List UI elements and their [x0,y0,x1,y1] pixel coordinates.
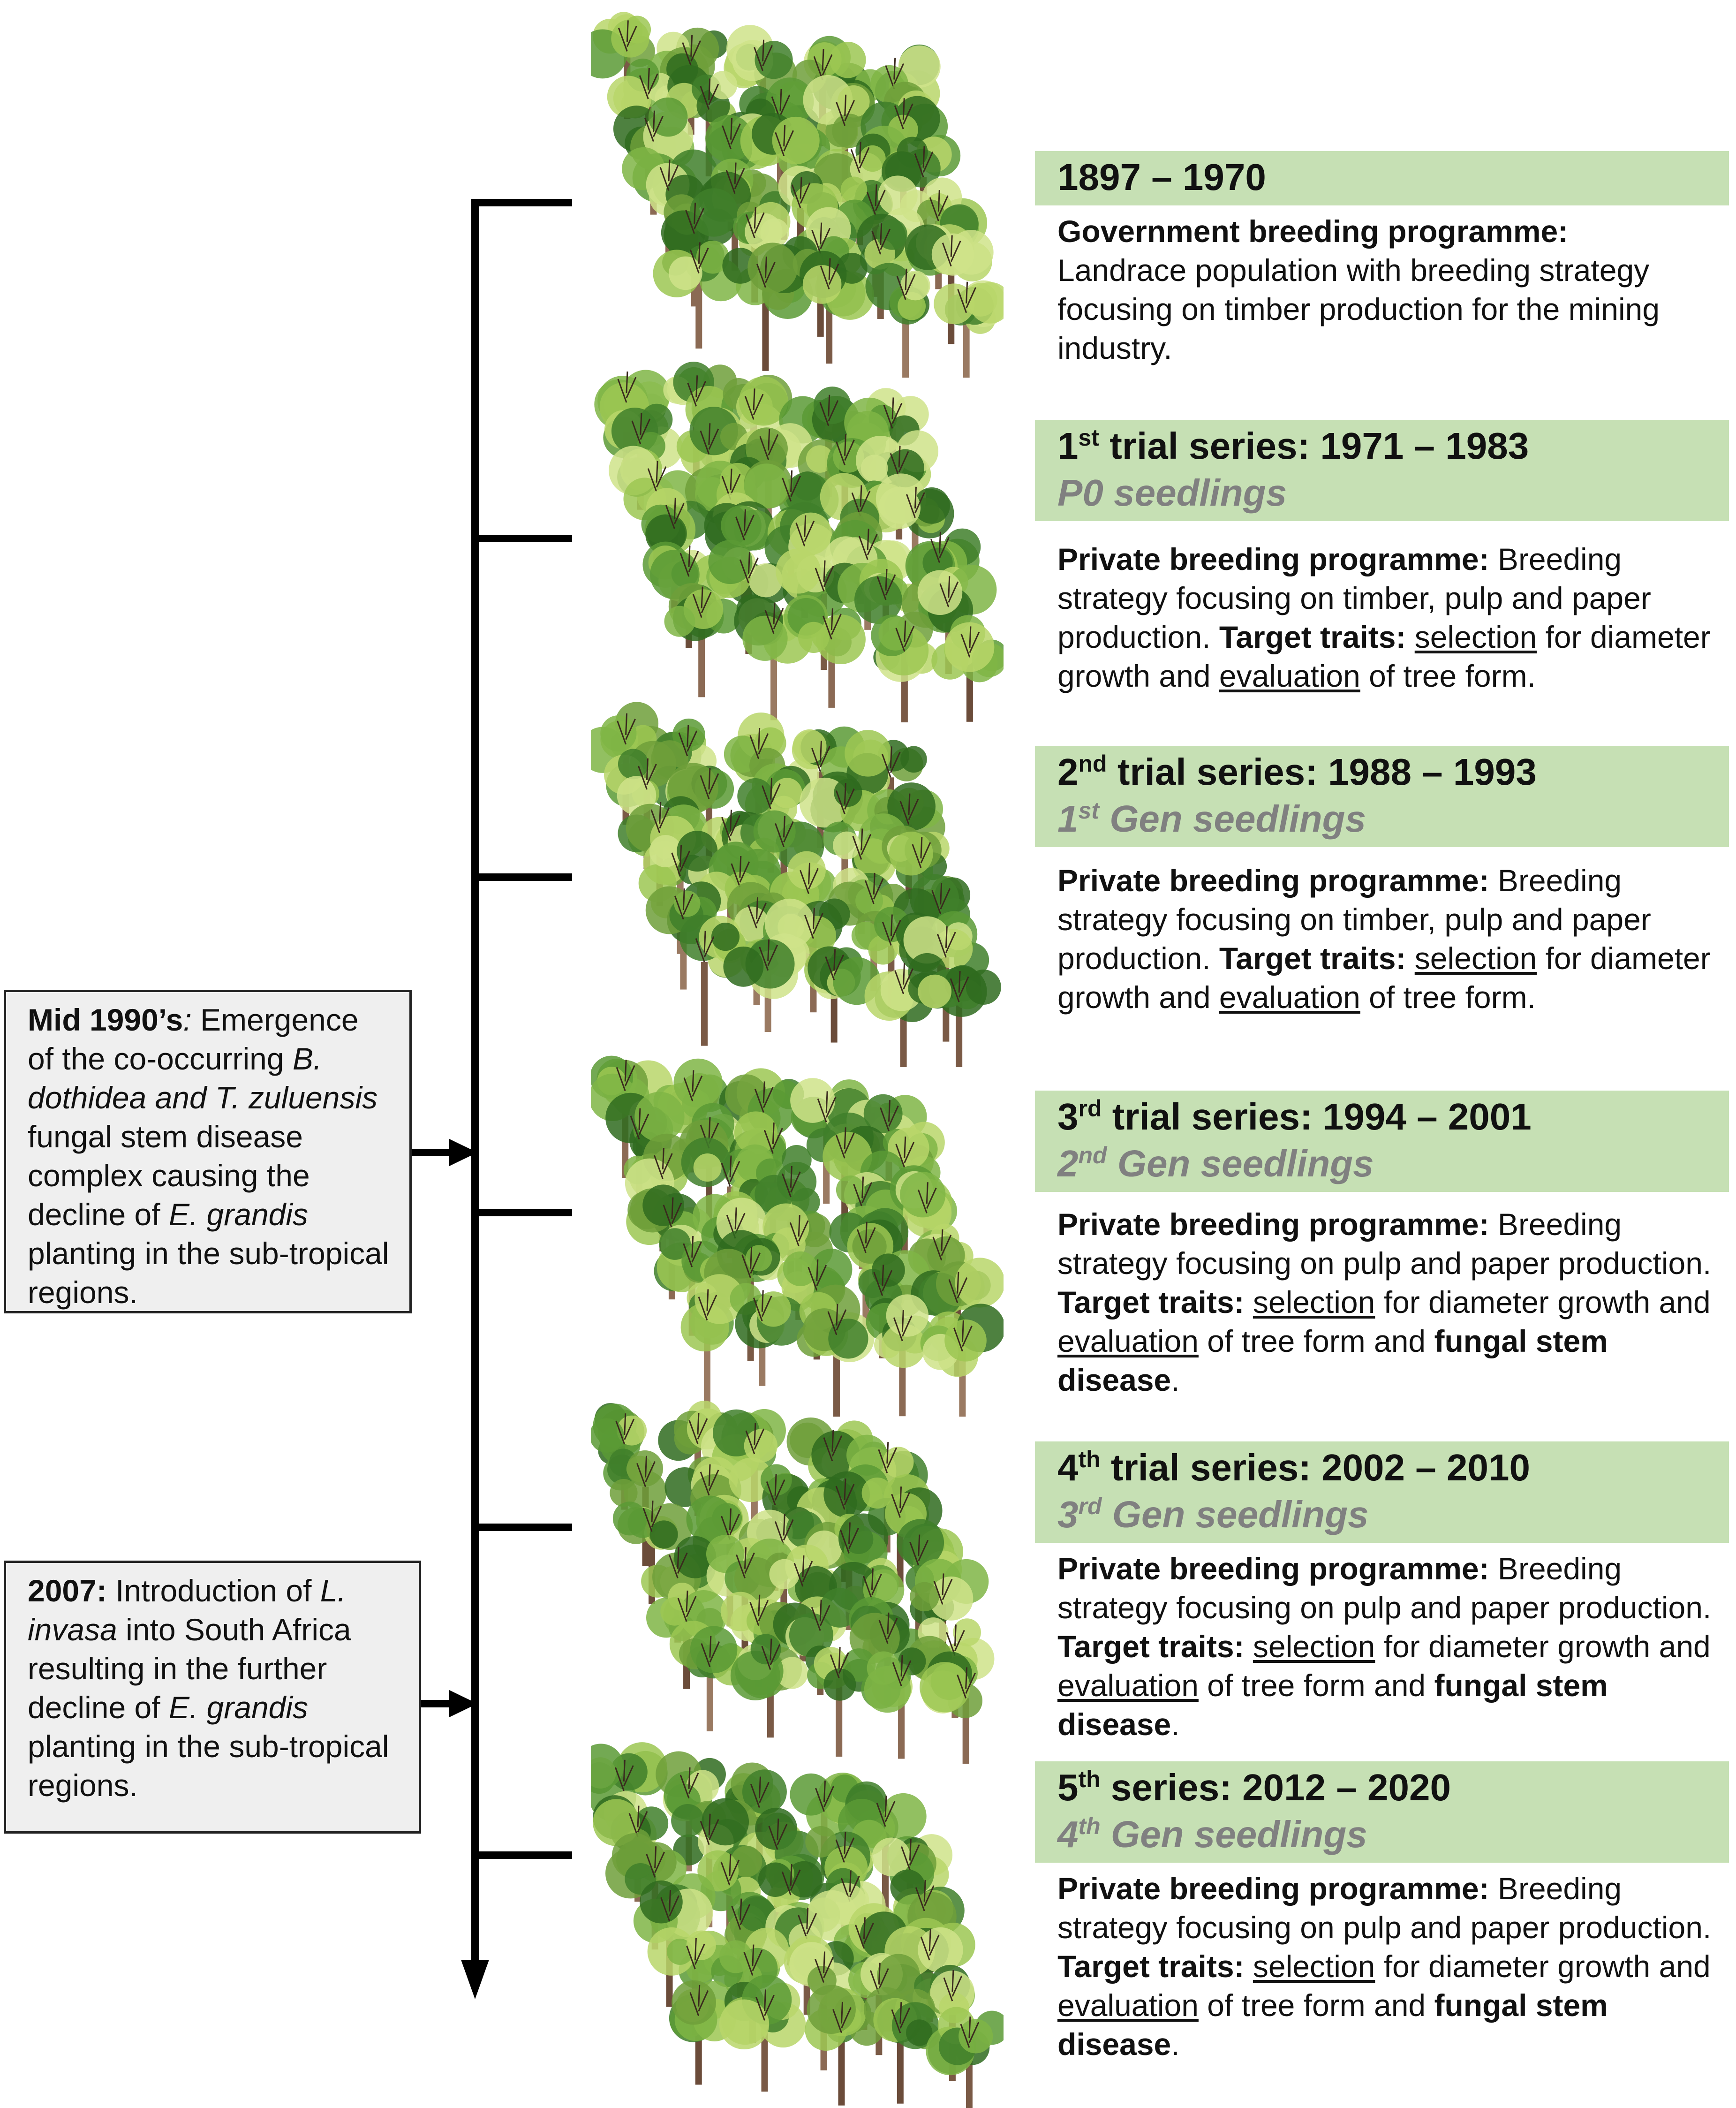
tree-icon [723,933,810,1032]
entry-title: 1897 – 1970 [1057,156,1266,198]
entry-description: Private breeding programme: Breeding str… [1057,863,1711,1015]
event-arrowhead-2 [449,1690,477,1717]
tree-icon [920,1651,983,1764]
tree-icon [664,583,741,698]
tree-icon [920,1304,1004,1417]
tree-icon [836,1172,906,1269]
entry-subtitle: 3rd Gen seedlings [1057,1493,1369,1535]
tree-icon [623,1133,694,1251]
entry-heading-band: 4th trial series: 2002 – 2010 3rd Gen se… [1035,1441,1729,1543]
tree-icon [680,1274,745,1409]
tree-icon [804,946,881,1043]
timeline-arrowhead [461,1960,489,1999]
tree-icon [591,1742,668,1863]
entry-subtitle: 1st Gen seedlings [1057,797,1366,840]
tree-icon [906,1558,989,1668]
entry-title: 3rd trial series: 1994 – 2001 [1057,1095,1532,1137]
programme-text: Landrace population with breeding strate… [1057,253,1660,365]
forest-illustration-6 [591,1742,1004,2108]
entry-heading-band: 2nd trial series: 1988 – 1993 1st Gen se… [1035,746,1729,847]
tree-icon [805,1645,876,1757]
entry-subtitle: 4th Gen seedlings [1057,1813,1367,1855]
entry-title: 2nd trial series: 1988 – 1993 [1057,751,1537,793]
tree-icon [829,1206,909,1329]
tree-icon [793,249,875,364]
tree-icon [911,1258,1004,1377]
entry-description: Government breeding programme: Landrace … [1035,205,1729,368]
entry-description: Private breeding programme: Breeding str… [1057,542,1711,693]
forest-illustration-1 [591,12,1004,378]
tree-icon [730,1634,808,1738]
tree-icon [666,65,738,177]
tree-icon [806,1112,888,1232]
entry-title: 1st trial series: 1971 – 1983 [1057,425,1529,467]
tree-icon [861,1647,926,1759]
timeline-entry-trial-series-1: 1st trial series: 1971 – 1983 P0 seedlin… [1035,420,1729,696]
tree-icon [934,280,1004,378]
tree-icon [803,75,876,203]
entry-description: Private breeding programme: Breeding str… [1057,1207,1712,1397]
entry-heading-band: 1897 – 1970 [1035,151,1729,205]
tree-icon [805,1985,884,2106]
forest-illustration-2 [594,362,1004,722]
tree-icon [671,1798,758,1927]
forest-illustration-4 [591,1055,1004,1417]
tree-icon [669,1621,752,1732]
tree-icon [866,1294,934,1417]
tree-icon [730,1283,807,1386]
entry-title: 5th series: 2012 – 2020 [1057,1766,1451,1808]
event-arrowhead-1 [449,1139,477,1166]
tree-icon [612,1501,693,1604]
tree-icon [865,263,930,378]
timeline-entry-trial-series-4: 4th trial series: 2002 – 2010 3rd Gen se… [1035,1441,1729,1744]
tree-icon [706,540,791,654]
tree-icon [918,965,1001,1067]
entry-heading-band: 5th series: 2012 – 2020 4th Gen seedling… [1035,1761,1729,1863]
entry-heading-band: 3rd trial series: 1994 – 2001 2nd Gen se… [1035,1091,1729,1192]
tree-icon [719,1975,806,2092]
event-box-2007: 2007: Introduction of L. invasa into Sou… [4,1561,421,1834]
programme-label: Government breeding programme: [1057,214,1569,249]
tree-icon [926,2007,1004,2108]
tree-icon [890,1165,958,1282]
tree-icon [661,188,738,307]
tree-icon [740,810,824,914]
tree-icon [740,113,830,240]
timeline-entry-trial-series-3: 3rd trial series: 1994 – 2001 2nd Gen se… [1035,1091,1729,1400]
tree-icon [784,1935,855,2070]
timeline-entry-series-5: 5th series: 2012 – 2020 4th Gen seedling… [1035,1761,1729,2064]
forest-illustration-5 [591,1401,995,1764]
forest-illustration-3 [591,702,1001,1067]
tree-icon [784,595,866,708]
tree-icon [871,611,938,722]
entry-subtitle: P0 seedlings [1057,472,1287,514]
entry-subtitle: 2nd Gen seedlings [1057,1142,1374,1184]
tree-icon [762,1203,833,1320]
tree-icon [722,243,813,371]
tree-icon [633,1873,716,2007]
tree-icon [734,594,813,720]
entry-description: Private breeding programme: Breeding str… [1057,1551,1712,1742]
entry-description: Private breeding programme: Breeding str… [1057,1871,1712,2062]
tree-icon [864,1987,940,2104]
tree-icon [797,1284,875,1417]
tree-icon [931,615,1004,722]
tree-icon [704,492,775,604]
tree-icon [882,825,950,930]
timeline-entry-trial-series-2: 2nd trial series: 1988 – 1993 1st Gen se… [1035,746,1729,1017]
entry-title: 4th trial series: 2002 – 2010 [1057,1446,1530,1488]
event-box-mid-1990s: Mid 1990’s: Emergence of the co-occurrin… [4,990,412,1313]
timeline-entry-1897-1970: 1897 – 1970 Government breeding programm… [1035,151,1729,368]
entry-heading-band: 1st trial series: 1971 – 1983 P0 seedlin… [1035,420,1729,521]
